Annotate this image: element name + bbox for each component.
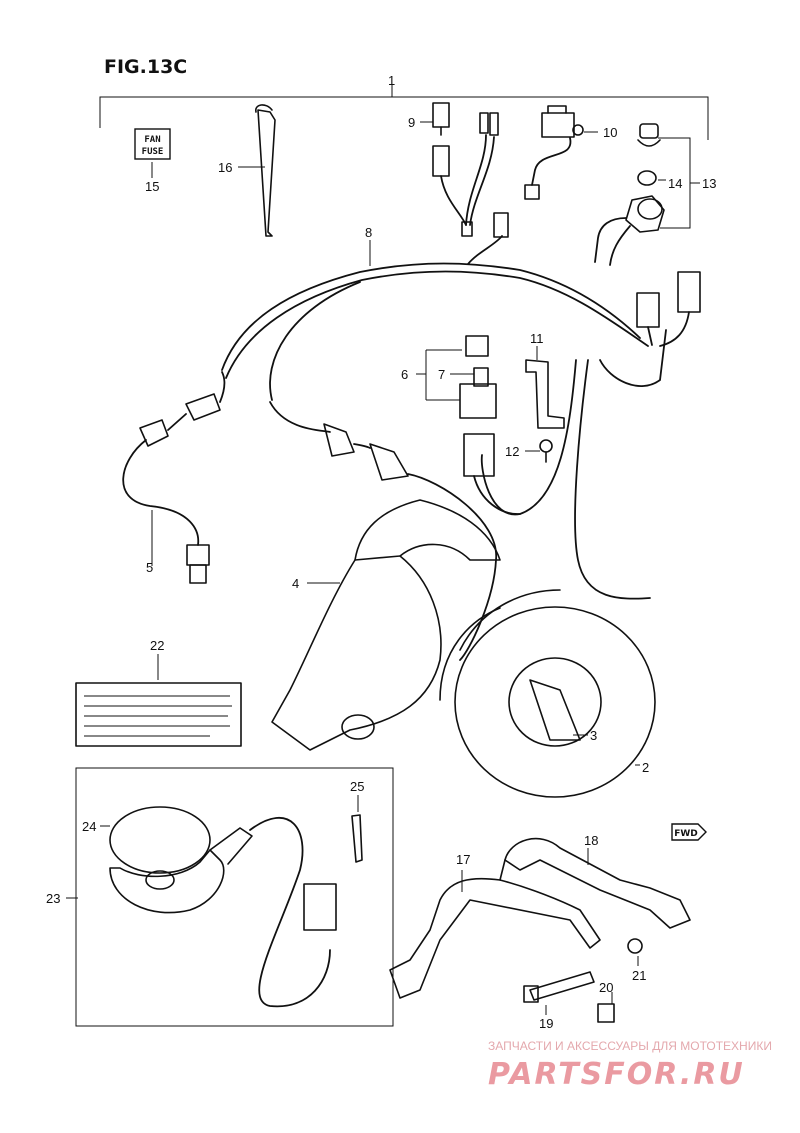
bolt-hardware-part [523,938,643,1023]
callout-20: 20 [599,980,613,995]
sensor-part [122,371,226,584]
fwd-label: FWD [674,829,698,839]
bracket-part [525,346,565,429]
callout-labels: 1 2 3 4 5 6 7 8 9 10 11 12 13 14 15 16 1… [46,73,716,1031]
callout-14: 14 [668,176,682,191]
cable-tie-part [238,104,276,237]
assembly-bracket [99,84,709,140]
callout-8: 8 [365,225,372,240]
fan-connectors [323,423,497,661]
callout-10: 10 [603,125,617,140]
strap-part [351,795,363,863]
callout-11: 11 [530,331,544,346]
relay-connector-part [524,105,598,200]
fan-fuse-label-part: FAN FUSE [134,128,171,178]
label-plate-part [75,654,242,747]
callout-21: 21 [632,968,646,983]
callout-4: 4 [292,576,299,591]
callout-24: 24 [82,819,96,834]
callout-17: 17 [456,852,470,867]
screw-part [525,439,553,463]
harness-connectors [636,271,701,347]
callout-13: 13 [702,176,716,191]
callout-15: 15 [145,179,159,194]
fuse-label-text: FUSE [142,147,164,157]
fan-shroud-part [271,499,501,751]
fan-label-text: FAN [144,135,160,145]
wiring-harness-part [221,212,667,600]
watermark-tagline: ЗАПЧАСТИ И АКСЕССУАРЫ ДЛЯ МОТОТЕХНИКИ [488,1039,772,1053]
callout-12: 12 [505,444,519,459]
callout-25: 25 [350,779,364,794]
callout-6: 6 [401,367,408,382]
socket-part [594,123,700,266]
watermark: ЗАПЧАСТИ И АКСЕССУАРЫ ДЛЯ МОТОТЕХНИКИ PA… [488,1039,772,1092]
callout-7: 7 [438,367,445,382]
callout-23: 23 [46,891,60,906]
callout-1: 1 [388,73,395,88]
callout-22: 22 [150,638,164,653]
callout-19: 19 [539,1016,553,1031]
callout-3: 3 [590,728,597,743]
callout-2: 2 [642,760,649,775]
fwd-arrow-icon: FWD [671,823,707,841]
watermark-logo: PARTSFOR.RU [488,1057,745,1092]
thermo-housing-part [66,806,337,1008]
mounting-bracket-part [389,837,691,999]
callout-18: 18 [584,833,598,848]
callout-9: 9 [408,115,415,130]
callout-5: 5 [146,560,153,575]
cooling-fan-part [439,589,656,798]
callout-16: 16 [218,160,232,175]
figure-title: FIG.13C [104,56,187,78]
inset-box [75,767,394,1027]
relay-assembly-part [416,335,521,515]
fuse-part [420,102,499,237]
